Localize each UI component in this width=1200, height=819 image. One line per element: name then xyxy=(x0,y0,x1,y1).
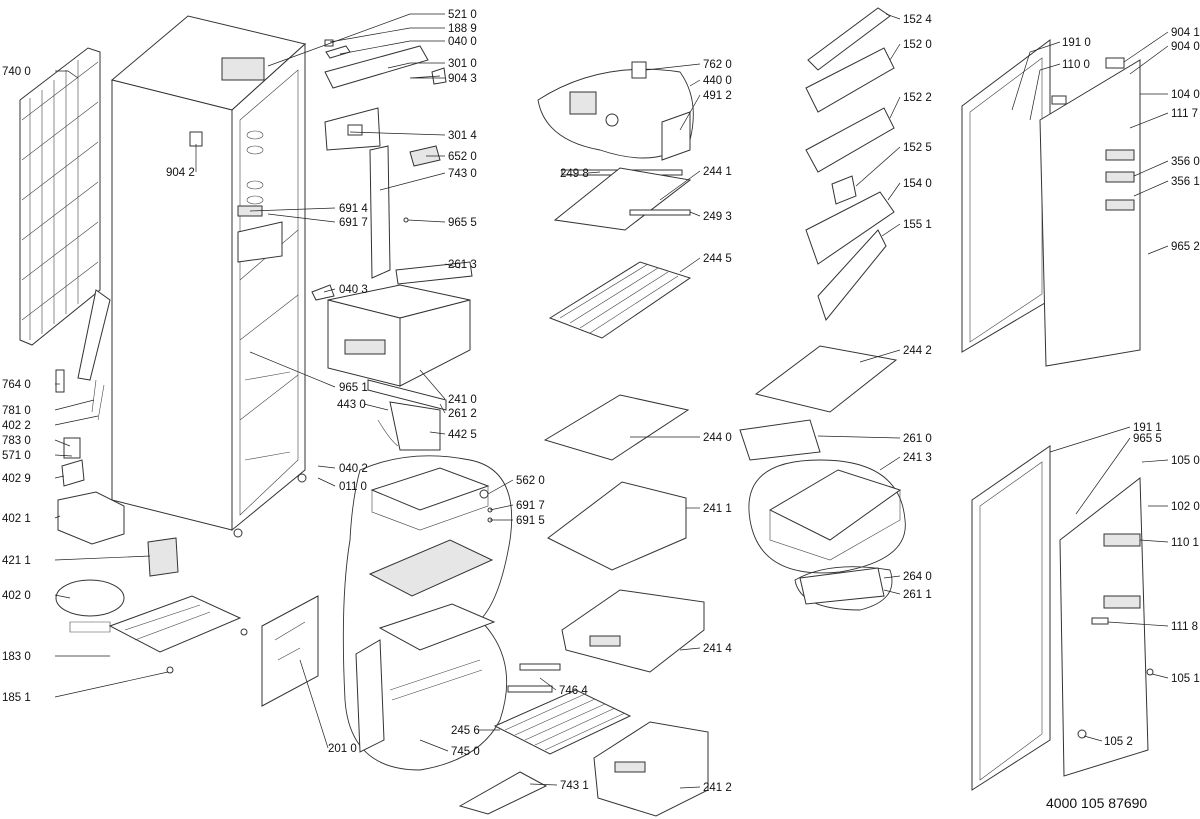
part-label: 244 2 xyxy=(903,345,932,357)
part-label: 521 0 xyxy=(448,9,477,21)
part-label: 691 7 xyxy=(339,217,368,229)
part-label: 783 0 xyxy=(2,435,31,447)
part-label: 904 3 xyxy=(448,73,477,85)
part-label: 261 1 xyxy=(903,589,932,601)
part-labels: 521 0 188 9 040 0 301 0 904 3 740 0 904 … xyxy=(2,9,1200,794)
part-label: 155 1 xyxy=(903,219,932,231)
part-label: 188 9 xyxy=(448,23,477,35)
part-label: 249 3 xyxy=(703,211,732,223)
part-label: 440 0 xyxy=(703,75,732,87)
part-label: 743 0 xyxy=(448,168,477,180)
part-label: 241 4 xyxy=(703,643,732,655)
part-label: 111 8 xyxy=(1171,621,1198,633)
part-label: 261 2 xyxy=(448,408,477,420)
part-label: 491 2 xyxy=(703,90,732,102)
part-label: 356 1 xyxy=(1171,176,1200,188)
part-label: 241 1 xyxy=(703,503,732,515)
part-label: 152 2 xyxy=(903,92,932,104)
part-label: 110 1 xyxy=(1171,537,1199,549)
leader-lines xyxy=(54,13,1169,789)
part-label: 904 1 xyxy=(1171,27,1200,39)
upper-crisper-drawer xyxy=(327,284,471,387)
part-label: 154 0 xyxy=(903,178,932,190)
part-label: 244 0 xyxy=(703,432,732,444)
condenser-coil xyxy=(19,47,101,346)
part-label: 261 0 xyxy=(903,433,932,445)
part-label: 965 1 xyxy=(339,382,368,394)
part-label: 301 0 xyxy=(448,58,477,70)
part-label: 746 4 xyxy=(559,685,588,697)
part-label: 762 0 xyxy=(703,59,732,71)
part-label: 781 0 xyxy=(2,405,31,417)
upper-door xyxy=(961,39,1141,367)
part-label: 301 4 xyxy=(448,130,477,142)
part-label: 442 5 xyxy=(448,429,477,441)
part-label: 402 9 xyxy=(2,473,31,485)
part-label: 745 0 xyxy=(451,746,480,758)
part-label: 245 6 xyxy=(451,725,480,737)
part-label: 904 2 xyxy=(166,167,195,179)
cabinet-body xyxy=(110,15,307,538)
part-label: 571 0 xyxy=(2,450,31,462)
part-label: 402 1 xyxy=(2,513,31,525)
part-label: 201 0 xyxy=(328,743,357,755)
part-label: 356 0 xyxy=(1171,156,1200,168)
part-label: 105 0 xyxy=(1171,455,1200,467)
part-label: 261 3 xyxy=(448,259,477,271)
part-label: 244 1 xyxy=(703,166,732,178)
part-label: 241 0 xyxy=(448,394,477,406)
part-label: 443 0 xyxy=(337,399,366,411)
part-label: 562 0 xyxy=(516,475,545,487)
part-label: 102 0 xyxy=(1171,501,1200,513)
part-label: 691 5 xyxy=(516,515,545,527)
part-label: 104 0 xyxy=(1171,89,1200,101)
part-label: 011 0 xyxy=(339,481,367,493)
part-label: 965 5 xyxy=(448,217,477,229)
part-label: 040 3 xyxy=(339,284,368,296)
part-label: 241 2 xyxy=(703,782,732,794)
part-label: 652 0 xyxy=(448,151,477,163)
part-label: 152 5 xyxy=(903,142,932,154)
part-label: 105 1 xyxy=(1171,673,1200,685)
document-number: 4000 105 87690 xyxy=(1046,795,1148,811)
part-label: 191 0 xyxy=(1062,37,1091,49)
part-label: 904 0 xyxy=(1171,41,1200,53)
part-label: 111 7 xyxy=(1171,108,1198,120)
part-label: 743 1 xyxy=(560,780,589,792)
part-label: 241 3 xyxy=(903,452,932,464)
part-label: 421 1 xyxy=(2,555,31,567)
part-label: 691 4 xyxy=(339,203,368,215)
part-label: 183 0 xyxy=(2,651,31,663)
part-label: 110 0 xyxy=(1062,59,1090,71)
part-label: 264 0 xyxy=(903,571,932,583)
part-label: 040 0 xyxy=(448,36,477,48)
part-label: 191 1 xyxy=(1133,422,1162,434)
part-label: 402 2 xyxy=(2,420,31,432)
part-label: 185 1 xyxy=(2,692,31,704)
part-label: 691 7 xyxy=(516,500,545,512)
part-label: 152 0 xyxy=(903,39,932,51)
part-drawings xyxy=(19,7,1154,817)
part-label: 764 0 xyxy=(2,379,31,391)
part-label: 965 5 xyxy=(1133,433,1162,445)
part-label: 105 2 xyxy=(1104,736,1133,748)
part-label: 402 0 xyxy=(2,590,31,602)
part-label: 040 2 xyxy=(339,463,368,475)
part-label: 249 8 xyxy=(560,168,589,180)
part-label: 244 5 xyxy=(703,253,732,265)
lower-door xyxy=(971,445,1154,791)
part-label: 965 2 xyxy=(1171,241,1200,253)
part-label: 740 0 xyxy=(2,66,31,78)
part-label: 152 4 xyxy=(903,14,932,26)
